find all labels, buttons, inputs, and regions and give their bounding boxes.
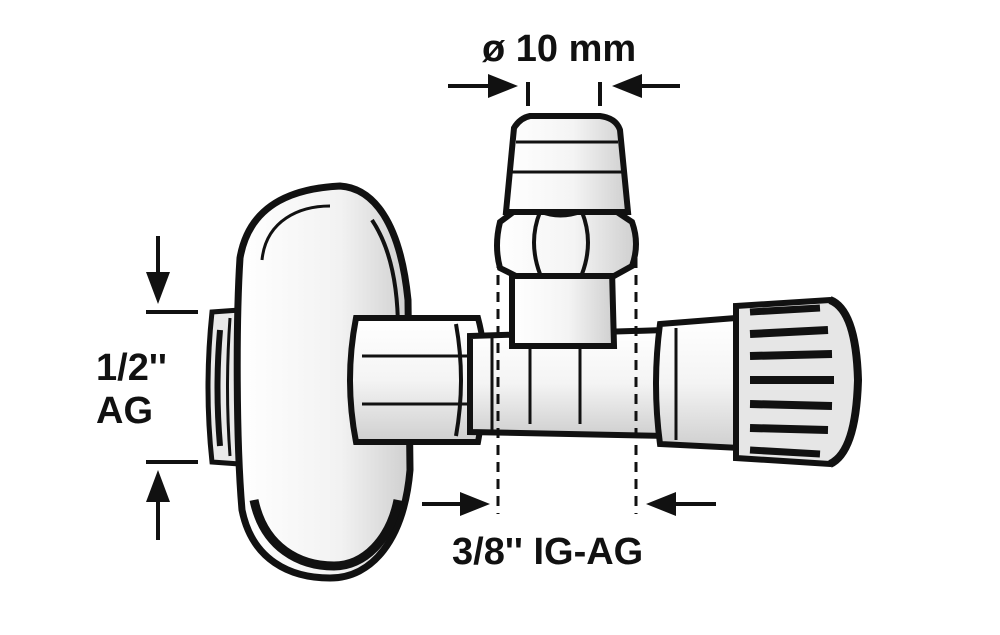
arrow-right-icon <box>488 74 518 98</box>
arrow-down-icon <box>146 272 170 304</box>
inlet-hex-nut <box>347 315 488 445</box>
arrow-up-icon <box>146 470 170 502</box>
outlet-stub <box>502 113 632 215</box>
dimension-top <box>448 74 680 106</box>
dimension-bottom <box>422 258 716 516</box>
inlet-size-label: 1/2'' <box>96 347 167 389</box>
handwheel <box>733 296 863 468</box>
handle-collar <box>653 314 744 452</box>
dimension-left <box>146 236 198 540</box>
outlet-thread-label: 3/8'' IG-AG <box>452 531 644 573</box>
diameter-label: ø 10 mm <box>482 28 637 70</box>
outlet-hex-nut <box>494 207 639 279</box>
arrow-left-icon <box>646 492 676 516</box>
inlet-thread-label: AG <box>96 390 153 432</box>
outlet-body <box>509 267 618 349</box>
arrow-right-icon <box>460 492 490 516</box>
arrow-left-icon <box>612 74 642 98</box>
wall-rose <box>233 182 414 582</box>
